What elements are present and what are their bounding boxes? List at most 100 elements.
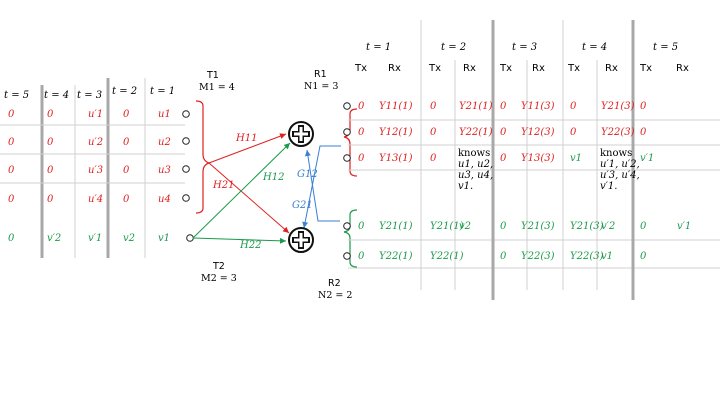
right-green-cell: 0 [358,251,365,262]
right-red-cell: 0 [570,127,577,138]
left-red-cell: u′3 [88,165,104,176]
right-red-cell: 0 [358,127,365,138]
tx-header: Tx [568,63,581,74]
right-green-cell: Y21(1) [430,221,464,232]
rx1-brace [343,108,358,177]
right-green-cell: 0 [640,221,647,232]
right-red-cell: Y12(1) [379,127,413,138]
right-green-cell: 0 [500,221,507,232]
tx-header: Tx [640,63,653,74]
left-red-cell: 0 [8,137,15,148]
right-header-t5: t = 5 [653,42,679,53]
rx2-brace [343,209,358,268]
knows-t4-line-4: v′1. [600,181,618,192]
right-red-cell: 0 [500,153,507,164]
knows-note-t2: knows u1, u2, u3, u4, v1. [458,148,493,192]
left-header-t1: t = 1 [150,86,176,97]
h22-label: H22 [240,240,262,251]
right-red-cell: 0 [500,127,507,138]
left-header-t3: t = 3 [77,90,103,101]
right-red-cell: 0 [430,153,437,164]
tx-header: Tx [500,63,513,74]
arrow-h12 [192,142,291,239]
right-header-t3: t = 3 [512,42,538,53]
tx1-brace [195,100,211,214]
right-red-cell: Y13(3) [521,153,555,164]
right-red-cell: v1 [570,153,583,164]
left-red-cell: 0 [47,137,54,148]
knows-note-t4: knows u′1, u′2, u′3, u′4, v′1. [600,148,640,192]
right-red-cell: Y22(1) [459,127,493,138]
tx-header: Tx [429,63,442,74]
left-red-cell: 0 [8,194,15,205]
tx2-antenna [186,234,194,242]
left-red-cell: 0 [8,165,15,176]
left-red-cell: 0 [123,194,130,205]
n2-label: N2 = 2 [318,290,353,301]
right-red-cell: 0 [430,127,437,138]
r2-label: R2 [328,278,341,289]
right-green-cell: 0 [640,251,647,262]
right-green-cell: Y22(1) [379,251,413,262]
right-green-cell: Y22(3) [521,251,555,262]
rx-header: Rx [388,63,401,74]
knows-t4-line-2: u′1, u′2, [600,159,640,170]
left-header-t4: t = 4 [44,90,70,101]
right-red-cell: Y21(1) [459,101,493,112]
arrow-h22 [192,237,287,244]
rx-antennas [343,102,351,260]
left-red-cell: u3 [158,165,171,176]
right-green-cell: v′1 [677,221,692,232]
right-red-cell: 0 [570,101,577,112]
adder-r1 [288,121,314,147]
right-red-cell: Y21(3) [601,101,635,112]
right-red-cell: Y11(3) [521,101,555,112]
m2-label: M2 = 3 [201,273,237,284]
left-red-cell: u′1 [88,109,104,120]
adder-r2 [288,227,314,253]
right-header-t1: t = 1 [366,42,392,53]
right-green-cell: 0 [358,221,365,232]
arrow-g12 [304,149,340,222]
left-red-cell: u′2 [88,137,104,148]
right-red-cell: Y22(3) [601,127,635,138]
arrow-h21 [208,162,290,234]
left-green-cell: v′1 [88,233,103,244]
left-red-cell: 0 [47,109,54,120]
right-header-t2: t = 2 [441,42,467,53]
knows-t4-line-1: knows [600,148,633,159]
left-red-cell: u′4 [88,194,104,205]
left-grid [0,78,185,258]
left-header-t2: t = 2 [112,86,138,97]
right-red-cell: 0 [500,101,507,112]
right-green-cell: Y22(3) [570,251,604,262]
right-grid [348,20,720,290]
right-red-cell: 0 [358,153,365,164]
rx-header: Rx [532,63,545,74]
h12-label: H12 [263,172,285,183]
right-green-cell: 0 [500,251,507,262]
left-green-cell: 0 [8,233,15,244]
left-green-cell: v1 [158,233,171,244]
h21-label: H21 [213,180,235,191]
rx-header: Rx [605,63,618,74]
left-red-cell: 0 [123,109,130,120]
g12-label: G12 [297,169,318,180]
h11-label: H11 [236,133,258,144]
right-green-cell: Y21(3) [521,221,555,232]
left-green-cell: v2 [123,233,136,244]
knows-t2-line-3: u3, u4, [458,170,494,181]
right-green-cell: v2 [459,221,472,232]
g21-label: G21 [292,200,313,211]
left-red-cell: 0 [47,165,54,176]
right-green-cell: v′2 [601,221,616,232]
left-red-cell: u1 [158,109,171,120]
n1-label: N1 = 3 [304,81,339,92]
left-red-cell: u4 [158,194,171,205]
r1-label: R1 [314,69,327,80]
left-red-cell: 0 [8,109,15,120]
knows-t4-line-3: u′3, u′4, [600,170,640,181]
right-red-cell: 0 [358,101,365,112]
tx1-antennas [182,110,190,202]
